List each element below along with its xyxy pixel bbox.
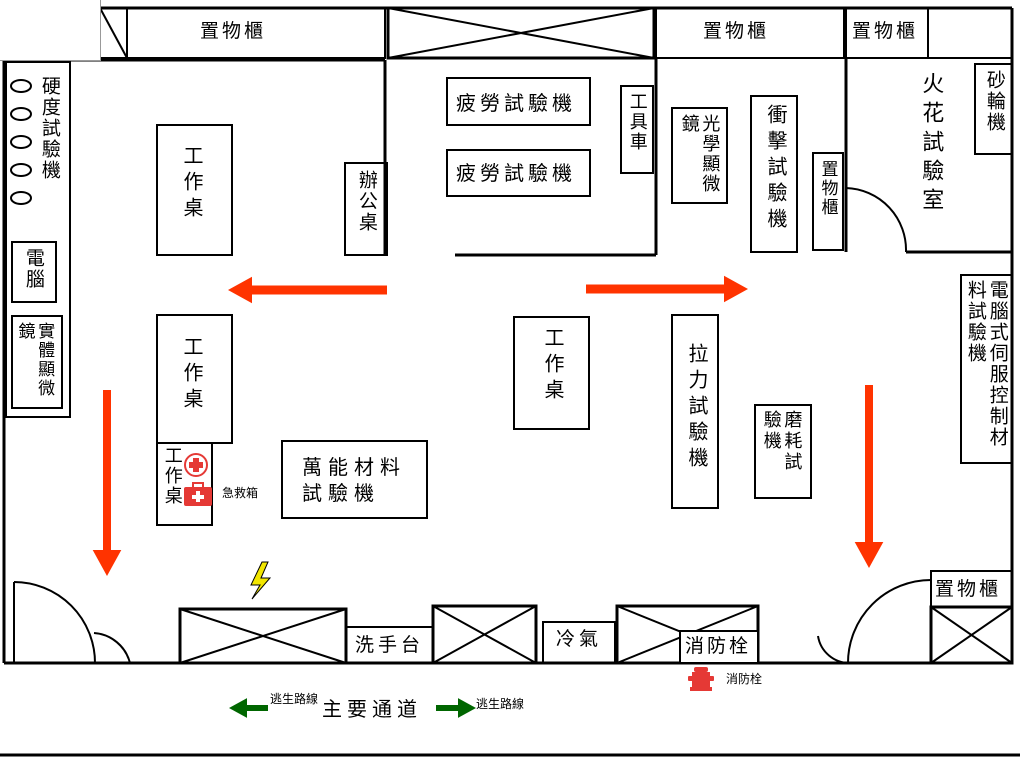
spark-test-room: 火花試驗室 <box>918 72 944 217</box>
air-conditioner: 冷氣 <box>556 628 603 650</box>
wear-tester: 磨耗試驗機 <box>760 410 803 473</box>
storage-right-bottom: 置物櫃 <box>935 578 1002 600</box>
first-aid-legend: 急救箱 <box>222 486 259 500</box>
escape-arrow-left <box>228 276 387 304</box>
workbench-2: 工作桌 <box>180 336 204 414</box>
corridor-arrow-right <box>436 698 476 718</box>
tensile-tester: 拉力試驗機 <box>685 343 709 473</box>
escape-route-right-legend: 逃生路線 <box>476 697 525 711</box>
sink: 洗手台 <box>355 634 425 656</box>
storage-top-3: 置物櫃 <box>852 20 919 42</box>
impact-tester: 衝擊試驗機 <box>764 104 788 234</box>
escape-arrow-right <box>586 275 748 303</box>
fatigue-tester-2: 疲勞試驗機 <box>456 161 576 185</box>
escape-arrow-down-right <box>854 385 884 568</box>
electric-hazard-icon <box>250 561 272 600</box>
storage-top-2: 置物櫃 <box>703 20 770 42</box>
grinding-wheel: 砂輪機 <box>983 70 1006 133</box>
workbench-1: 工作桌 <box>180 145 204 223</box>
fatigue-tester-1: 疲勞試驗機 <box>456 91 576 115</box>
corner-inset <box>0 0 101 61</box>
escape-arrow-down-left <box>92 390 122 576</box>
office-desk: 辦公桌 <box>355 170 378 233</box>
escape-arrows <box>92 275 884 576</box>
left-column-box <box>5 61 71 418</box>
first-aid-cross-icon <box>184 453 208 477</box>
physical-microscope: 實體顯微鏡 <box>14 322 55 398</box>
hardness-tester: 硬度試驗機 <box>38 76 61 181</box>
escape-route-left-legend: 逃生路線 <box>270 692 319 706</box>
optical-microscope: 光學顯微鏡 <box>678 114 721 194</box>
workbench-4: 工作桌 <box>541 327 565 405</box>
storage-top-1-box <box>126 7 386 59</box>
workbench-3: 工作桌 <box>161 446 183 506</box>
corridor-arrows <box>229 698 476 718</box>
storage-top-1: 置物櫃 <box>200 20 267 42</box>
hydrant-legend: 消防栓 <box>726 672 763 686</box>
storage-mid: 置物櫃 <box>817 160 838 217</box>
tool-cart: 工具車 <box>626 92 648 152</box>
fire-hydrant-label: 消防栓 <box>685 635 752 657</box>
universal-material-tester: 萬能材料試驗機 <box>302 455 406 505</box>
servo-material-tester: 電腦式伺服控制材料試驗機 <box>964 280 1009 448</box>
main-corridor: 主要通道 <box>322 697 422 721</box>
computer: 電腦 <box>22 248 45 290</box>
first-aid-kit-icon <box>184 482 212 506</box>
fire-hydrant-icon <box>688 667 714 691</box>
corridor-arrow-left <box>229 698 268 718</box>
